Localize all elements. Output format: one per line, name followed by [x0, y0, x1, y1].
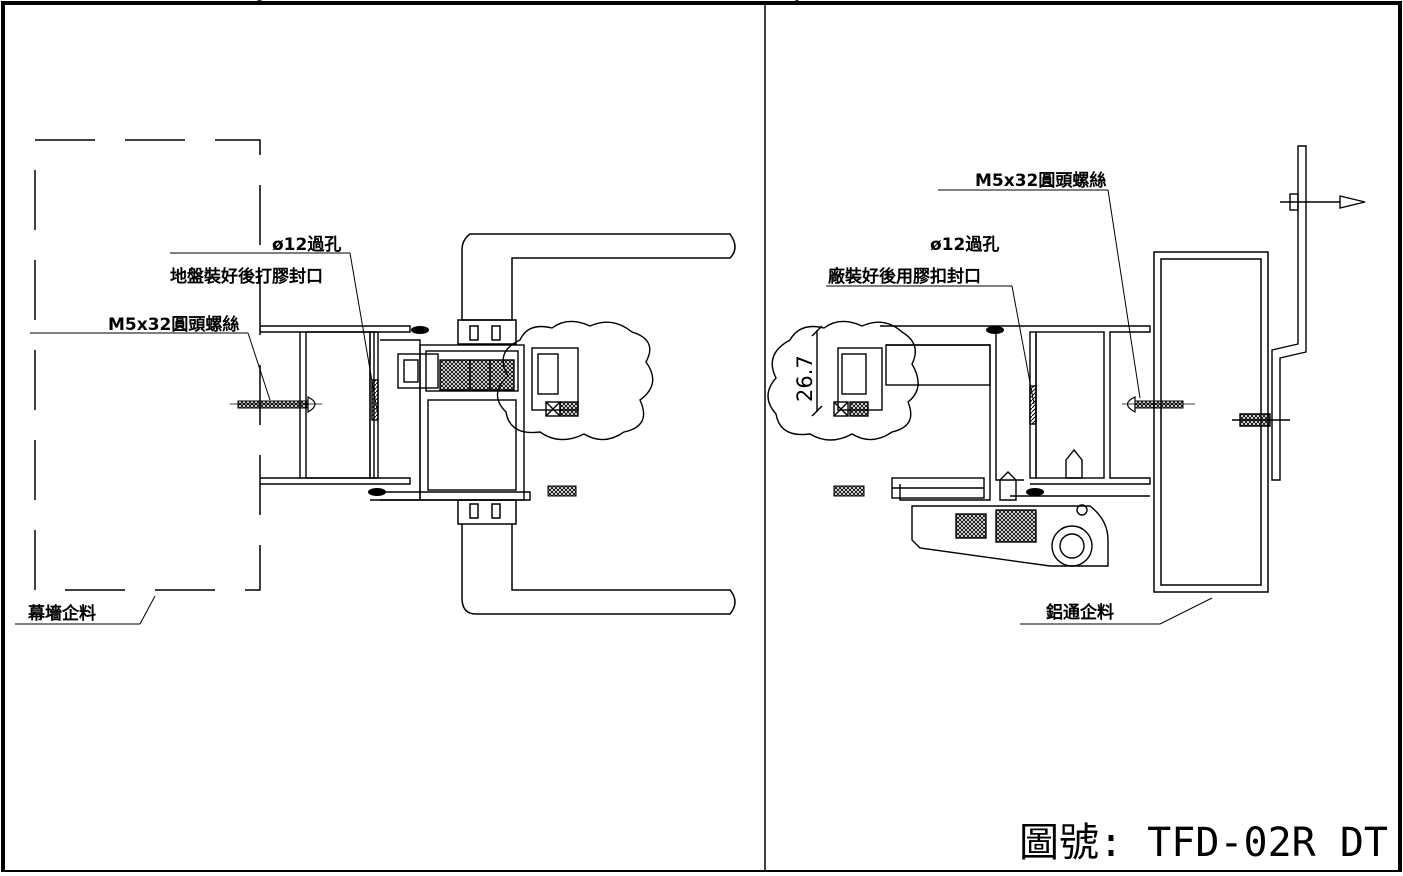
- right-seal-note: 廠裝好後用膠扣封口: [828, 266, 981, 287]
- right-mullion-label: 鋁通企料: [1046, 602, 1114, 623]
- right-detail: 26.7: [767, 145, 1366, 625]
- left-sash-profile: [397, 344, 525, 501]
- left-screw-label: M5x32圓頭螺絲: [108, 314, 239, 335]
- right-gaskets: [833, 326, 1044, 497]
- right-leaders: [826, 189, 1213, 625]
- left-leaders: [15, 252, 379, 625]
- left-hole-label: ø12過孔: [272, 235, 341, 255]
- drawing-number: 圖號: TFD-02R DT: [1019, 820, 1388, 866]
- right-bracket: [1232, 145, 1366, 481]
- right-hinge: [911, 504, 1109, 567]
- left-door-handle: [457, 233, 736, 615]
- left-cloud-detail: [496, 320, 654, 441]
- right-hole-label: ø12過孔: [930, 235, 999, 255]
- left-gaskets: [368, 326, 577, 497]
- right-screw-label: M5x32圓頭螺絲: [975, 170, 1106, 191]
- right-frame-profile: [880, 325, 1151, 501]
- right-dimension-text: 26.7: [793, 355, 817, 402]
- right-screw: [1122, 396, 1195, 414]
- left-screw: [230, 396, 322, 414]
- left-mullion-label: 幕墻企料: [27, 603, 96, 624]
- left-seal-note: 地盤裝好後打膠封口: [170, 266, 323, 287]
- curtain-wall-mullion-outline: [34, 139, 261, 591]
- left-frame-profile: [260, 325, 531, 501]
- left-detail: ø12過孔 地盤裝好後打膠封口 M5x32圓頭螺絲 幕墻企料: [15, 139, 736, 625]
- right-cloud-detail: [767, 320, 919, 441]
